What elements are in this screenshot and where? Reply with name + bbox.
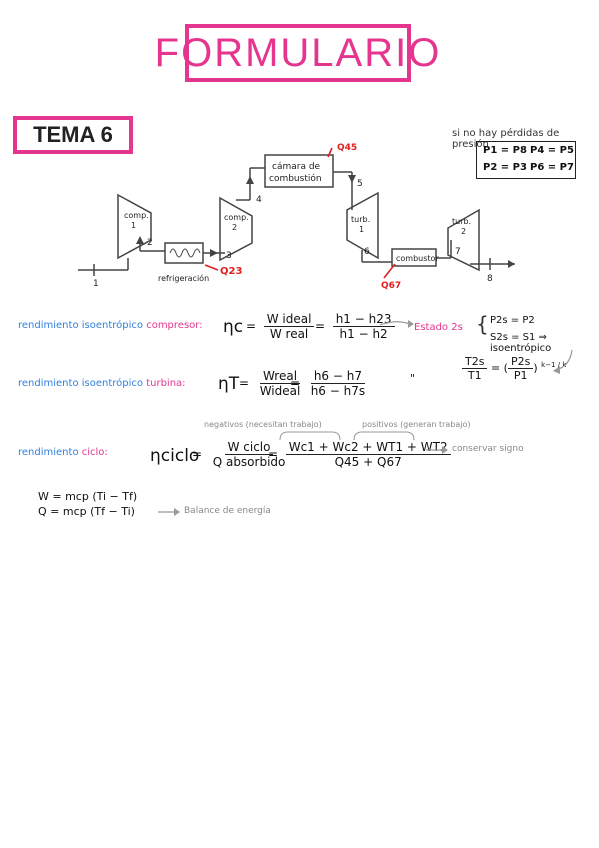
arrow-icon [379, 320, 414, 328]
balance-note: Balance de energía [184, 506, 271, 516]
state-number: 5 [357, 179, 363, 189]
heat-label: Q67 [381, 281, 401, 291]
pressure-eq: P2 = P3 [483, 162, 527, 173]
arrow-icon [426, 446, 448, 454]
state-2s-label: Estado 2s [414, 322, 463, 333]
turb1-label: 1 [359, 225, 364, 234]
arrow-icon [553, 349, 573, 374]
comp2-label: 2 [232, 223, 237, 232]
pressure-eq: P6 = P7 [530, 162, 574, 173]
pressure-box [476, 141, 576, 179]
state-number: 4 [256, 195, 262, 205]
turbine-symbol: ηT [218, 374, 240, 394]
state-number: 6 [364, 247, 370, 257]
state-number: 3 [226, 251, 232, 261]
turb2-label: 2 [461, 227, 466, 236]
pressure-eq: P1 = P8 [483, 145, 527, 156]
negative-note: negativos (necesitan trabajo) [204, 420, 322, 429]
turbine-label: rendimiento isoentrópico turbina: [18, 378, 186, 389]
page-title: FORMULARIO [154, 30, 442, 75]
ditto-mark: " [410, 372, 416, 385]
refrigeration-label: refrigeración [158, 273, 209, 283]
state-number: 7 [455, 247, 461, 257]
section-box: TEMA 6 [13, 116, 133, 154]
state-number: 2 [147, 238, 153, 248]
compressor-symbol: ηc [223, 317, 244, 337]
title-box: FORMULARIO [155, 24, 439, 82]
balance-heat: Q = mcp (Tf − Ti) [38, 505, 135, 518]
sign-note: conservar signo [452, 444, 524, 454]
comp1-label: comp. [124, 211, 149, 220]
brace-lines [279, 431, 415, 441]
turb2-label: turb. [452, 217, 471, 226]
pressure-note-title: si no hay pérdidas de presión [452, 128, 560, 150]
compressor-label: rendimiento isoentrópico compresor: [18, 320, 203, 331]
section-title: TEMA 6 [33, 122, 113, 147]
combustor-label: combustor [396, 254, 439, 263]
state-2s-eq: P2s = P2 [490, 315, 535, 326]
cycle-diagram: comp. 1 comp. 2 turb. 1 turb. 2 cámara d… [78, 143, 515, 291]
cycle-symbol: ηciclo [150, 446, 200, 466]
comp1-label: 1 [131, 221, 136, 230]
state-2s-eq: S2s = S1 ⇒ isoentrópico [490, 332, 552, 354]
positive-note: positivos (generan trabajo) [362, 420, 471, 429]
turb1-label: turb. [351, 215, 370, 224]
state-number: 8 [487, 274, 493, 284]
heat-label: Q45 [337, 143, 357, 153]
heat-label: Q23 [220, 266, 242, 277]
cycle-label: rendimiento ciclo: [18, 447, 108, 458]
comp2-label: comp. [224, 213, 249, 222]
chamber-label: combustión [269, 173, 322, 184]
pressure-eq: P4 = P5 [530, 145, 574, 156]
brace-icon: { [476, 312, 489, 336]
chamber-label: cámara de [272, 162, 321, 172]
arrow-icon [158, 508, 180, 516]
balance-work: W = mcp (Ti − Tf) [38, 490, 138, 503]
state-number: 1 [93, 279, 99, 289]
